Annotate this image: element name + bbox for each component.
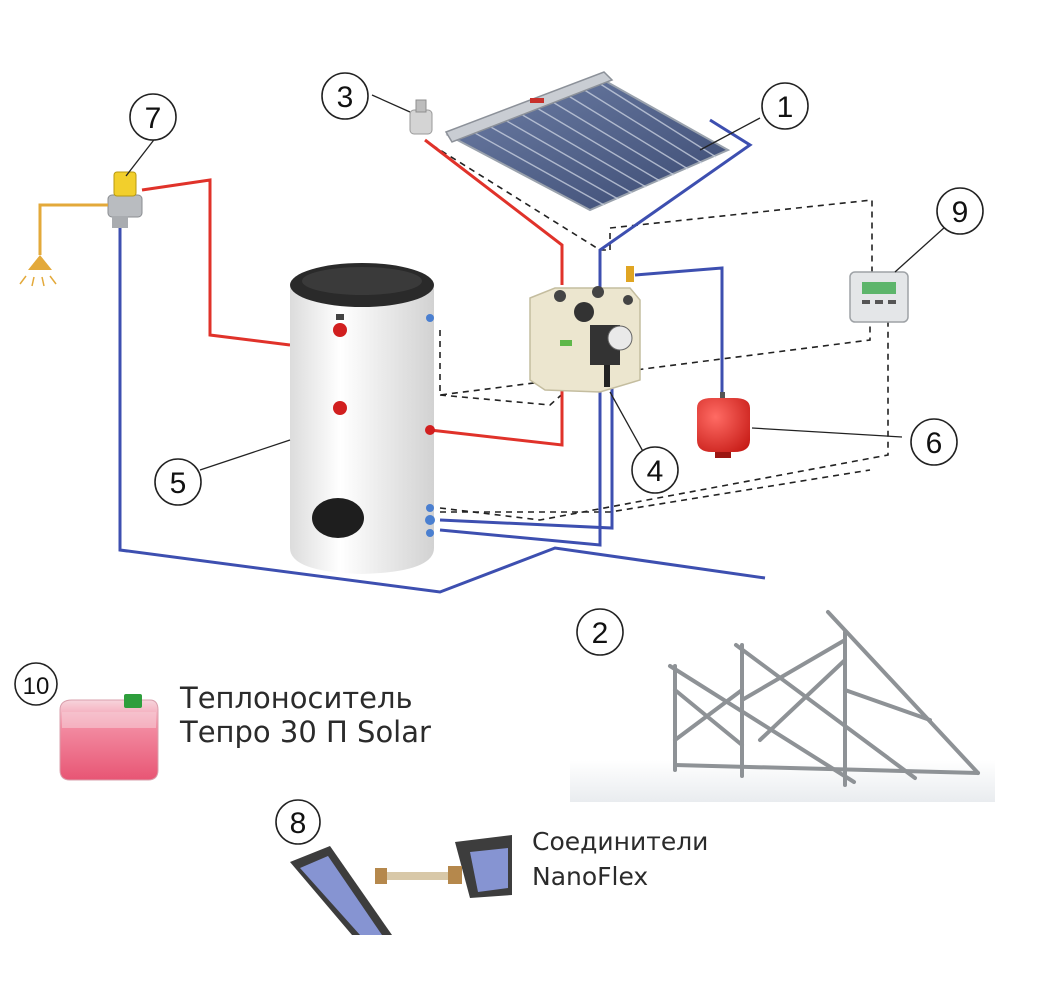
callout-8: 8 (276, 800, 320, 844)
air-vent-icon (410, 100, 432, 134)
mixing-valve-icon (108, 172, 142, 228)
controller-icon (850, 272, 908, 322)
callout-9: 9 (937, 188, 983, 234)
storage-tank-icon (290, 263, 435, 574)
shower-icon (20, 205, 108, 286)
callout-1: 1 (762, 83, 808, 129)
callout-3-label: 3 (337, 81, 354, 114)
mounting-frame-icon (570, 612, 995, 802)
pump-station-icon (530, 266, 640, 392)
callout-10-label: 10 (23, 673, 50, 700)
callout-2-label: 2 (592, 617, 609, 650)
callout-7: 7 (130, 94, 176, 140)
callout-4-label: 4 (647, 455, 664, 488)
callout-10: 10 (15, 663, 57, 705)
expansion-vessel-icon (697, 392, 750, 458)
callout-8-label: 8 (290, 807, 307, 840)
connectors-caption-line1: Соединители (532, 827, 708, 856)
callout-4: 4 (632, 447, 678, 493)
connector-closeup-icon (283, 763, 513, 988)
canister-icon (60, 694, 158, 780)
cold-pipes (120, 120, 765, 592)
coolant-caption-line2: Тепро 30 П Solar (179, 715, 431, 749)
connectors-caption-line2: NanoFlex (532, 862, 648, 891)
callout-7-label: 7 (145, 102, 162, 135)
callout-9-label: 9 (952, 196, 969, 229)
callout-6: 6 (911, 419, 957, 465)
callout-1-label: 1 (777, 91, 794, 124)
callout-6-label: 6 (926, 427, 943, 460)
callout-2: 2 (577, 609, 623, 655)
callout-5-label: 5 (170, 467, 187, 500)
callout-5: 5 (155, 459, 201, 505)
callout-3: 3 (322, 73, 368, 119)
coolant-caption-line1: Теплоноситель (179, 681, 413, 715)
